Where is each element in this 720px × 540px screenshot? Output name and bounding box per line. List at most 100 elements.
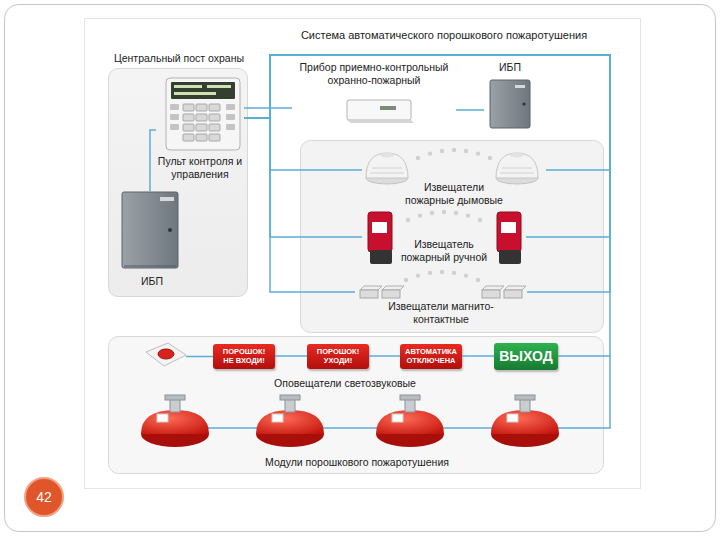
label-holder: 42 xyxy=(26,489,62,505)
ups-cabinet xyxy=(515,85,525,88)
powder-module xyxy=(170,398,180,412)
keypad-picture xyxy=(170,124,179,130)
smoke-detector xyxy=(370,168,404,173)
manual-call-point xyxy=(370,250,392,264)
connector-line xyxy=(462,355,494,357)
keypad-picture xyxy=(196,124,207,131)
keypad-picture xyxy=(226,104,235,110)
powder-module xyxy=(165,395,185,400)
keypad-picture xyxy=(171,82,235,99)
keypad-picture xyxy=(166,78,240,150)
powder-module xyxy=(285,398,295,412)
powder-module xyxy=(376,395,444,447)
signal-dots xyxy=(464,149,468,153)
powder-module xyxy=(280,395,300,400)
keypad-picture xyxy=(183,134,194,141)
signal-dots xyxy=(442,210,446,214)
panel-heading: Центральный пост охраны xyxy=(79,52,279,65)
device-caption: ИБП xyxy=(484,61,536,74)
keypad-picture xyxy=(170,114,179,120)
signal-dots xyxy=(454,211,458,215)
keypad-picture xyxy=(226,114,235,120)
start-button xyxy=(146,343,186,366)
device-group: Извещатели магнито-контактные xyxy=(355,278,527,327)
magnetic-contact xyxy=(504,290,522,298)
manual-call-point xyxy=(499,250,521,264)
signal-dots xyxy=(452,148,456,152)
layout-wire xyxy=(186,356,213,358)
exit-sign: ВЫХОД xyxy=(494,343,558,370)
ups-cabinet xyxy=(160,197,174,201)
magnetic-contact xyxy=(360,286,404,298)
signal-dots xyxy=(440,270,444,274)
signal-dots xyxy=(476,278,480,282)
smoke-detector xyxy=(496,153,538,178)
signal-dots xyxy=(488,156,492,160)
magnetic-contact xyxy=(360,286,382,290)
powder-module xyxy=(376,421,444,447)
ups-cabinet xyxy=(122,192,178,268)
powder-module xyxy=(491,410,559,434)
start-button xyxy=(158,349,174,359)
diagram-title: Система автоматического порошкового пожа… xyxy=(244,29,644,42)
signal-dots xyxy=(428,151,432,155)
ups-cabinet xyxy=(490,80,530,128)
powder-module xyxy=(256,410,324,434)
device-group: Извещатели пожарные дымовые xyxy=(362,146,546,208)
connector-line xyxy=(244,107,292,109)
keypad-picture xyxy=(196,134,207,141)
powder-module xyxy=(491,421,559,447)
manual-call-point xyxy=(368,212,392,264)
powder-module xyxy=(157,414,168,422)
powder-module xyxy=(272,414,283,422)
connector-line xyxy=(369,355,400,357)
device-group: Пульт контроля и управления xyxy=(156,77,244,185)
magnetic-contact xyxy=(504,286,526,290)
smoke-detector xyxy=(366,153,408,185)
device-group: Прибор приемно-контрольный охранно-пожар… xyxy=(292,60,456,126)
device-caption: Прибор приемно-контрольный охранно-пожар… xyxy=(292,61,456,86)
device-caption: Извещатель пожарный ручной xyxy=(396,238,492,263)
magnetic-contact xyxy=(482,286,504,290)
group-caption: Модули порошкового пожаротушения xyxy=(227,456,487,469)
connector-line xyxy=(244,55,610,356)
keypad-picture xyxy=(174,92,216,95)
magnetic-contact xyxy=(482,290,500,298)
magnetic-contact xyxy=(382,290,400,298)
manual-call-point xyxy=(501,222,516,233)
start-button xyxy=(146,343,186,366)
smoke-detector xyxy=(500,168,534,173)
powder-module xyxy=(400,395,420,400)
sign-text: ПОРОШОК! НЕ ВХОДИ! xyxy=(217,348,271,365)
device-group: ИБП xyxy=(484,58,536,132)
powder-module xyxy=(515,395,535,400)
label-holder: Модули порошкового пожаротушения xyxy=(227,456,487,469)
ups-cabinet xyxy=(124,266,176,267)
connector-line xyxy=(244,55,610,292)
slide-number: 42 xyxy=(26,489,62,505)
layout-wire xyxy=(175,356,610,428)
keypad-picture xyxy=(196,104,207,111)
control-device xyxy=(380,106,396,110)
control-device xyxy=(347,100,411,120)
manual-call-point xyxy=(497,212,521,252)
device-caption: Извещатели магнито-контактные xyxy=(386,300,496,325)
keypad-picture xyxy=(183,114,194,121)
signal-dots xyxy=(404,270,480,282)
device-caption: ИБП xyxy=(119,275,185,288)
smoke-detector xyxy=(510,153,524,158)
title-holder: Система автоматического порошкового пожа… xyxy=(244,29,644,42)
manual-call-point xyxy=(497,212,521,264)
actuator-panel xyxy=(109,337,604,474)
signal-dots xyxy=(416,156,420,160)
sign-text: АВТОМАТИКА ОТКЛЮЧЕНА xyxy=(404,348,458,365)
exit-text: ВЫХОД xyxy=(499,349,552,364)
keypad-picture xyxy=(209,104,220,111)
smoke-detector xyxy=(496,153,538,185)
ups-cabinet xyxy=(522,102,525,105)
group-caption: Оповещатели светозвуковые xyxy=(235,377,455,390)
manual-call-point xyxy=(372,222,387,233)
signal-dots xyxy=(418,213,422,217)
smoke-detector xyxy=(496,172,538,184)
